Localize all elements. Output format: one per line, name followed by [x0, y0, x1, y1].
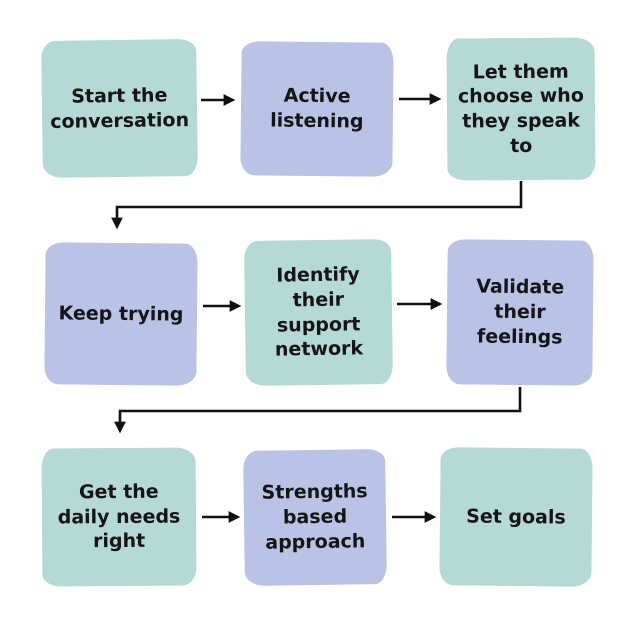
flow-node-validate-their-feelings: Validate their feelings: [446, 239, 594, 386]
flow-node-get-daily-needs-right: Get the daily needs right: [41, 447, 197, 587]
arrow-validate-feelings-to-daily-needs: [114, 387, 522, 434]
flow-node-keep-trying: Keep trying: [44, 242, 198, 386]
flow-node-active-listening: Active listening: [240, 41, 394, 177]
flow-node-strengths-based-approach: Strengths based approach: [243, 449, 387, 586]
flow-node-set-goals: Set goals: [439, 447, 593, 587]
flow-node-let-them-choose: Let them choose who they speak to: [446, 37, 596, 181]
flow-node-start-the-conversation: Start the conversation: [41, 38, 198, 179]
flow-node-identify-support-network: Identify their support network: [243, 238, 394, 387]
arrow-let-them-choose-to-keep-trying: [111, 181, 523, 230]
